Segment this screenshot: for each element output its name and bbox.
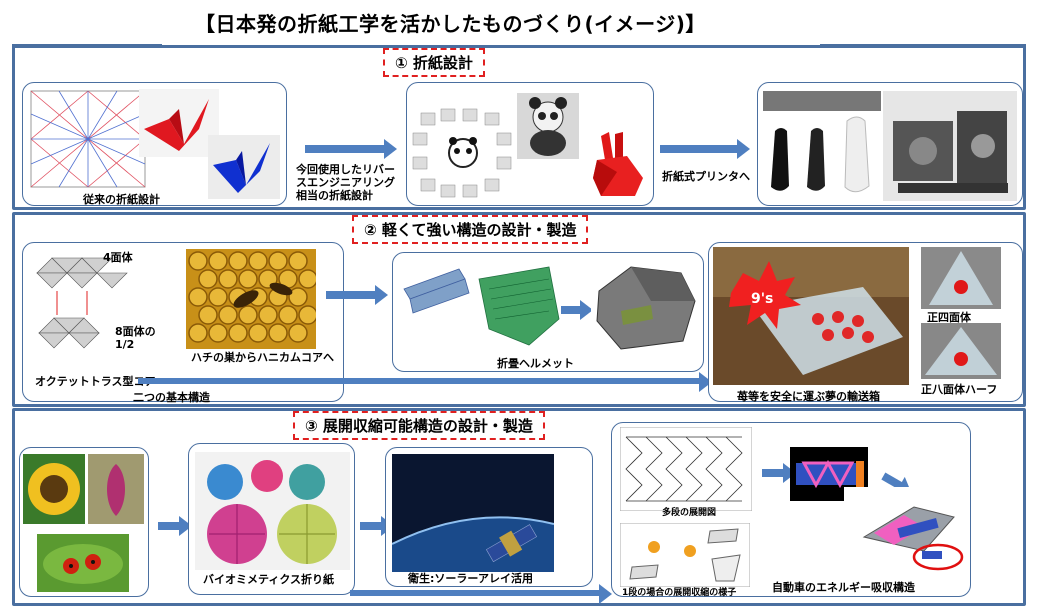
transport-box-area: 9's 苺等を安全に運ぶ夢の輸送箱 正四面体 正八面体ハーフ <box>708 242 1023 403</box>
flower-bud-image <box>88 454 144 524</box>
arrow-to-satellite <box>360 516 394 536</box>
arrow-to-crash-tube <box>762 463 796 483</box>
section-origami-design <box>12 45 1026 210</box>
arrow-to-helmet <box>326 285 388 305</box>
panda-models-ring-image <box>411 105 516 201</box>
automobile-caption: 自動車のエネルギー吸収構造 <box>772 581 915 594</box>
octet-truss-caption: オクテットトラス型コア <box>35 375 156 388</box>
satellite-solar-array-image <box>392 454 554 572</box>
multistage-caption: 多段の展開図 <box>662 508 717 518</box>
strawberry-box-image: 9's <box>713 247 909 385</box>
conventional-design-box: 従来の折紙設計 <box>22 82 287 206</box>
car-frame-image <box>844 487 968 577</box>
arrow-to-printer <box>660 139 750 159</box>
helmet-mesh-image <box>591 261 697 353</box>
folding-helmet-box: 折畳ヘルメット <box>392 252 704 372</box>
sunflower-image <box>23 454 85 524</box>
basic-structures-box: 4面体 8面体の 1/2 ハチの巣からハニカムコアへ オクテットトラス型コア 二… <box>22 242 344 404</box>
honeycomb-caption: ハチの巣からハニカムコアへ <box>191 351 334 364</box>
arrow-to-biomimetics <box>158 516 192 536</box>
octet-truss-core-image <box>27 253 135 371</box>
red-bunny-image <box>587 128 649 200</box>
crease-pattern-image <box>30 90 146 188</box>
section3-heading: ③ 展開収縮可能構造の設計・製造 <box>293 411 545 440</box>
biomimetic-origami-image <box>195 452 350 570</box>
tetrahedron-caption: 正四面体 <box>927 311 971 324</box>
origami-printer-box <box>757 82 1023 206</box>
onestage-caption: 1段の場合の展開収縮の様子 <box>622 588 737 598</box>
satellite-box: 衛生:ソーラーアレイ活用 <box>385 447 593 587</box>
printer-machine-image <box>883 91 1017 201</box>
biomimetics-box: バイオミメティクス折り紙 <box>188 443 355 595</box>
conventional-design-caption: 従来の折紙設計 <box>83 193 160 206</box>
section-light-strong-structure <box>12 212 1026 407</box>
section-deployable-structure <box>12 408 1026 606</box>
octahedron-caption: 正八面体ハーフ <box>921 383 998 396</box>
reverse-engineering-box <box>406 82 654 206</box>
section1-heading: ① 折紙設計 <box>383 48 485 77</box>
octahedron-label: 8面体の 1/2 <box>115 325 156 351</box>
page-title: 【日本発の折紙工学を活かしたものづくり(イメージ)】 <box>195 12 706 36</box>
onestage-deploy-image <box>620 523 750 587</box>
honeycomb-bee-image <box>186 249 316 349</box>
arrow-to-transport-box <box>138 372 712 392</box>
printer-note: 折紙式プリンタへ <box>662 170 750 183</box>
arrow-to-reverse-engineering <box>305 139 397 159</box>
arrow-to-helmet-mesh <box>561 300 593 320</box>
helmet-caption: 折畳ヘルメット <box>497 357 574 370</box>
multistage-pattern-image <box>620 427 752 511</box>
printed-objects-image <box>763 91 881 201</box>
ladybug-image <box>37 534 129 592</box>
satellite-caption: 衛生:ソーラーアレイ活用 <box>408 572 533 585</box>
nine-badge-text: 9's <box>751 291 773 307</box>
deployable-structure-box: 多段の展開図 1段の場合の展開収縮の様子 自動車のエネルギー吸収構造 <box>611 422 971 598</box>
helmet-core-images <box>399 259 564 347</box>
transport-box-caption: 苺等を安全に運ぶ夢の輸送箱 <box>737 390 880 403</box>
nature-images-box <box>19 447 149 597</box>
panda-model-image <box>517 93 579 159</box>
reverse-engineering-note: 今回使用したリバー スエンジニアリング 相当の折紙設計 <box>296 163 395 202</box>
biomimetics-caption: バイオミメティクス折り紙 <box>203 573 335 586</box>
tetrahedron-label: 4面体 <box>103 251 133 264</box>
arrow-to-automobile <box>350 584 612 604</box>
section2-heading: ② 軽くて強い構造の設計・製造 <box>352 215 589 244</box>
tetrahedron-image <box>921 247 1001 309</box>
two-structures-caption: 二つの基本構造 <box>133 391 210 404</box>
red-crane-image <box>139 89 219 157</box>
octahedron-half-image <box>921 323 1001 379</box>
blue-crane-image <box>208 135 280 199</box>
